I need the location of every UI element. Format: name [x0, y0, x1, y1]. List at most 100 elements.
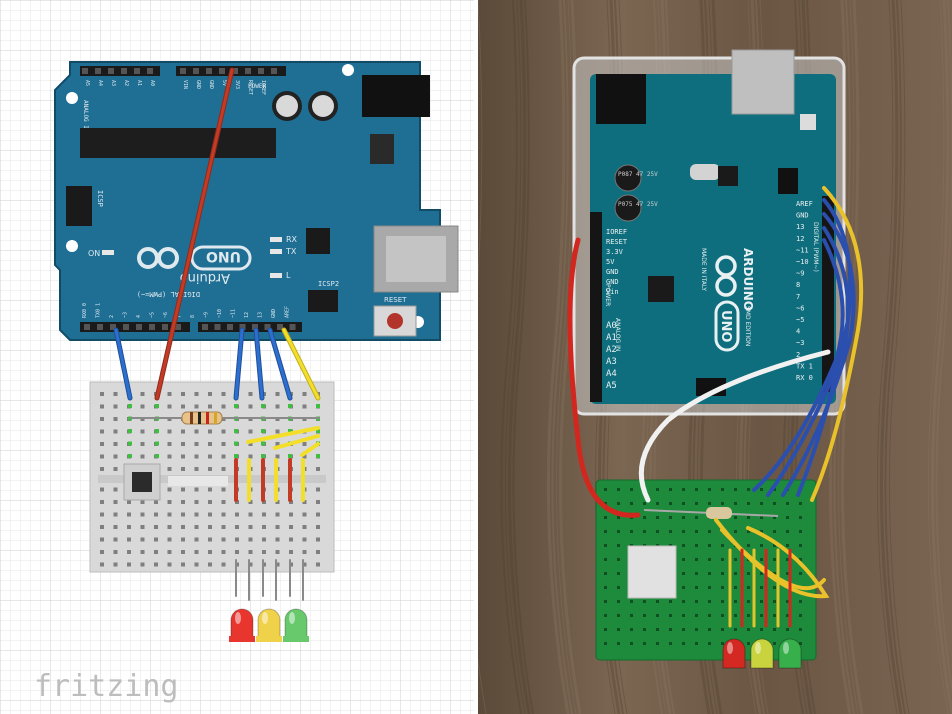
breadboard-hole-photo [695, 628, 698, 631]
power-pin-label: GND [208, 80, 214, 89]
digital-pin-label: 13 [258, 312, 264, 318]
wood-grain-line [551, 0, 573, 714]
breadboard-hole-active [234, 404, 238, 408]
breadboard-hole-photo [734, 628, 737, 631]
icsp-header [66, 186, 92, 226]
power-label: POWER [248, 83, 266, 90]
breadboard-hole [154, 512, 158, 517]
arduino-logo-photo: ARDUINO UNO MADE IN ITALY SMD EDITION [700, 248, 755, 352]
breadboard-hole-photo [708, 614, 711, 617]
breadboard-hole [275, 537, 280, 542]
breadboard-hole [248, 429, 253, 434]
breadboard-hole-photo [708, 572, 711, 575]
breadboard-hole [302, 500, 307, 504]
power-pin-label: GND [195, 80, 201, 89]
breadboard-hole-photo [682, 544, 685, 547]
breadboard-hole-photo [682, 572, 685, 575]
panel-divider [474, 0, 478, 714]
breadboard-hole-active [316, 454, 320, 458]
breadboard-hole [221, 525, 226, 529]
breadboard-hole [208, 550, 212, 554]
breadboard-hole-active [128, 441, 132, 446]
header-pin [147, 68, 153, 74]
led-body-photo [778, 638, 802, 669]
breadboard-hole-photo [760, 544, 763, 547]
breadboard-hole [140, 562, 145, 567]
right-pin-label-photo: TX 1 [796, 362, 813, 370]
led-body-photo [750, 638, 774, 669]
header-pin [180, 68, 186, 74]
breadboard-hole-photo [721, 558, 724, 561]
header-pin [149, 324, 155, 330]
breadboard-hole [208, 467, 212, 471]
header-pin [175, 324, 181, 330]
pushbutton-photo[interactable] [627, 545, 677, 599]
usb-chip [306, 228, 330, 254]
breadboard-hole-photo [630, 502, 633, 505]
breadboard-hole-photo [617, 628, 620, 631]
made-in-italy: MADE IN ITALY [700, 248, 707, 291]
wire-white-photo [638, 349, 831, 503]
breadboard-hole [100, 467, 104, 471]
breadboard-hole-photo [786, 530, 789, 533]
led-body [257, 608, 281, 641]
digital-pin-label: 8 [190, 315, 196, 318]
breadboard-hole [235, 525, 239, 529]
wood-grain-line [879, 0, 903, 714]
breadboard-hole-photo [643, 516, 646, 519]
header-pin [110, 324, 116, 330]
header-pin [82, 68, 88, 74]
led-photo [722, 638, 746, 669]
breadboard-hole [275, 562, 280, 567]
breadboard-hole-photo [617, 600, 620, 603]
right-pin-label-photo: 7 [796, 293, 800, 301]
breadboard-hole [167, 442, 172, 446]
breadboard-hole-photo [734, 516, 737, 519]
breadboard-hole [275, 392, 280, 396]
analog-pin-label-photo: A4 [606, 369, 617, 379]
breadboard-hole-photo [786, 502, 789, 505]
breadboard-hole [127, 525, 131, 529]
breadboard-hole [221, 512, 226, 517]
breadboard-hole [140, 525, 145, 529]
breadboard-hole-photo [708, 544, 711, 547]
breadboard-hole [154, 562, 158, 567]
breadboard-hole-photo [734, 558, 737, 561]
breadboard-hole-photo [734, 572, 737, 575]
breadboard-hole-photo [682, 614, 685, 617]
breadboard-hole [181, 562, 185, 567]
breadboard-hole-photo [643, 502, 646, 505]
breadboard-hole [167, 404, 172, 409]
breadboard-hole-active [261, 454, 265, 458]
breadboard-hole-photo [695, 502, 698, 505]
analog-pin-label-photo: A3 [606, 357, 617, 367]
breadboard-hole-photo [617, 614, 620, 617]
right-pin-label-photo: GND [796, 212, 809, 220]
breadboard-hole [248, 512, 253, 517]
breadboard-hole-photo [708, 558, 711, 561]
breadboard-hole [316, 467, 320, 471]
breadboard-hole-photo [760, 530, 763, 533]
breadboard-hole [302, 454, 307, 459]
breadboard-hole [127, 500, 131, 504]
breadboard-hole [154, 525, 158, 529]
breadboard-hole [100, 404, 104, 409]
breadboard-hole [100, 500, 104, 504]
on-label: ON [88, 249, 100, 258]
right-pin-label-photo: 13 [796, 223, 804, 231]
breadboard-hole-photo [799, 642, 802, 645]
breadboard-hole-photo [682, 530, 685, 533]
breadboard-hole-photo [773, 628, 776, 631]
breadboard-hole-photo [786, 572, 789, 575]
breadboard-hole-active [128, 454, 132, 458]
breadboard-hole [194, 404, 199, 409]
breadboard-hole [167, 525, 172, 529]
breadboard-hole [275, 512, 280, 517]
breadboard-hole-photo [799, 600, 802, 603]
voltage-regulator [370, 134, 394, 164]
breadboard-hole [113, 404, 118, 409]
breadboard-hole [221, 537, 226, 542]
reset-button-photo[interactable] [800, 114, 816, 130]
cap-label: P075 47 25V [618, 201, 658, 208]
